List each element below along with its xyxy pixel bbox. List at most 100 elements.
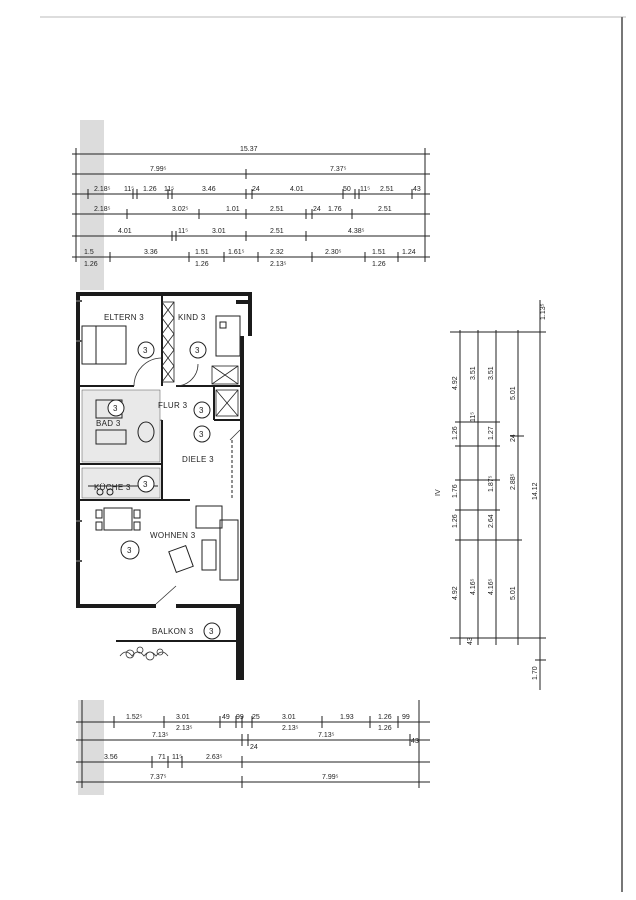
dim-label: 1.5 [84, 249, 94, 256]
dim-label: 1.26 [84, 261, 98, 268]
dim-label: 43 [411, 738, 419, 745]
dim-label: 1.27 [488, 426, 495, 440]
dim-label: 2.64 [488, 514, 495, 528]
room-label-kueche: KÜCHE 3 [94, 483, 131, 492]
room-label-kind: KIND 3 [178, 313, 206, 322]
dim-label: 11⁵ [360, 186, 370, 193]
dim-label: 2.51 [270, 228, 284, 235]
dim-label: 1.51 [372, 249, 386, 256]
dim-label: 1.26 [378, 714, 392, 721]
dim-label: 4.92 [452, 376, 459, 390]
room-label-balkon: BALKON 3 [152, 627, 194, 636]
dim-label: 7.37⁵ [330, 166, 347, 173]
dim-label: 1.26 [452, 426, 459, 440]
dim-label: 2.13⁵ [282, 725, 299, 732]
bottom-dimension-chains [76, 700, 430, 788]
dim-label: 1.26 [452, 514, 459, 528]
dim-label: 7.99⁵ [322, 774, 339, 781]
room-number-label: 3 [143, 346, 148, 355]
dim-label: 2.18⁵ [94, 206, 111, 213]
dim-label: 43 [467, 637, 474, 645]
dim-label: 1.01 [226, 206, 240, 213]
dim-label: 99 [402, 714, 410, 721]
room-number-marker [120, 540, 140, 560]
room-number-marker [137, 475, 155, 493]
dim-label: 1.76 [328, 206, 342, 213]
dim-label: 71 [158, 754, 166, 761]
floor-plan: ELTERN 3 KIND 3 FLUR 3 BAD 3 DIELE 3 KÜC… [76, 292, 252, 680]
dim-label: 3.51 [470, 366, 477, 380]
floor-level-label: IV [435, 489, 442, 496]
dim-label: 2.51 [380, 186, 394, 193]
dim-label: 2.51 [270, 206, 284, 213]
dim-label: 3.46 [202, 186, 216, 193]
dim-label: 11⁵ [178, 228, 188, 235]
scan-shadow-top [80, 120, 104, 290]
dim-label: 1.13⁵ [540, 303, 547, 320]
dim-label: 4.16⁵ [488, 578, 495, 595]
dim-label: 2.30⁵ [325, 249, 342, 256]
room-number-marker [193, 425, 211, 443]
dim-label: 24 [250, 744, 258, 751]
dim-label: 2.63⁵ [206, 754, 223, 761]
dim-label: 3.01 [282, 714, 296, 721]
dim-label: 4.01 [290, 186, 304, 193]
dim-label: 3.02⁵ [172, 206, 189, 213]
room-label-diele: DIELE 3 [182, 455, 214, 464]
dim-label: 11⁵ [164, 186, 174, 193]
dim-label: 4.92 [452, 586, 459, 600]
dim-label: 43 [413, 186, 421, 193]
dim-label: 25 [252, 714, 260, 721]
room-number-label: 3 [127, 546, 132, 555]
room-number-marker [203, 622, 221, 640]
dim-label: 2.18⁵ [94, 186, 111, 193]
room-number-marker [189, 341, 207, 359]
dim-label: 24 [510, 434, 517, 442]
dim-label: 5.01 [510, 386, 517, 400]
dim-label: 3.36 [144, 249, 158, 256]
room-number-label: 3 [143, 480, 148, 489]
dim-label: 11⁵ [124, 186, 134, 193]
dim-label: 1.24 [402, 249, 416, 256]
dim-label: 14.12 [532, 482, 539, 500]
dim-label: 2.13⁵ [176, 725, 193, 732]
dim-label: 4.38⁵ [348, 228, 365, 235]
right-dimension-chains [450, 300, 546, 690]
dim-label: 4.16⁵ [470, 578, 477, 595]
dim-label: 3.56 [104, 754, 118, 761]
room-number-label: 3 [199, 430, 204, 439]
dim-label: 3.01 [176, 714, 190, 721]
dim-label: 11⁵ [470, 412, 477, 422]
dim-label: 1.87⁵ [488, 475, 495, 492]
room-number-label: 3 [199, 406, 204, 415]
dim-label: 1.26 [378, 725, 392, 732]
room-label-eltern: ELTERN 3 [104, 313, 144, 322]
dim-label: 49 [222, 714, 230, 721]
dim-label: 3.01 [212, 228, 226, 235]
dim-label: 7.13⁵ [318, 732, 335, 739]
dim-label: 1.26 [372, 261, 386, 268]
room-number-label: 3 [209, 627, 214, 636]
room-label-wohnen: WOHNEN 3 [150, 531, 196, 540]
dim-label: 1.26 [143, 186, 157, 193]
room-number-marker [137, 341, 155, 359]
dim-label: 99 [236, 714, 244, 721]
dim-label: 5.01 [510, 586, 517, 600]
dim-label: 1.26 [195, 261, 209, 268]
dim-label: 1.61⁵ [228, 249, 245, 256]
dim-total-width: 15.37 [240, 146, 258, 153]
dim-label: 2.88⁵ [510, 473, 517, 490]
room-label-bad: BAD 3 [96, 419, 121, 428]
room-number-label: 3 [113, 404, 118, 413]
right-dimension-labels: 1.13⁵ 5.01 14.12 5.01 1.70 4.92 1.26 1.7… [435, 303, 547, 680]
dim-label: 24 [313, 206, 321, 213]
top-dimension-labels: 15.37 7.99⁵ 7.37⁵ 2.18⁵ 11⁵ 1.26 11⁵ 3.4… [84, 146, 421, 268]
dim-label: 1.93 [340, 714, 354, 721]
dim-label: 1.70 [532, 666, 539, 680]
dim-label: 7.99⁵ [150, 166, 167, 173]
dim-label: 7.37⁵ [150, 774, 167, 781]
dim-label: 1.51 [195, 249, 209, 256]
dim-label: 50 [343, 186, 351, 193]
dim-label: 3.51 [488, 366, 495, 380]
dim-label: 24 [252, 186, 260, 193]
